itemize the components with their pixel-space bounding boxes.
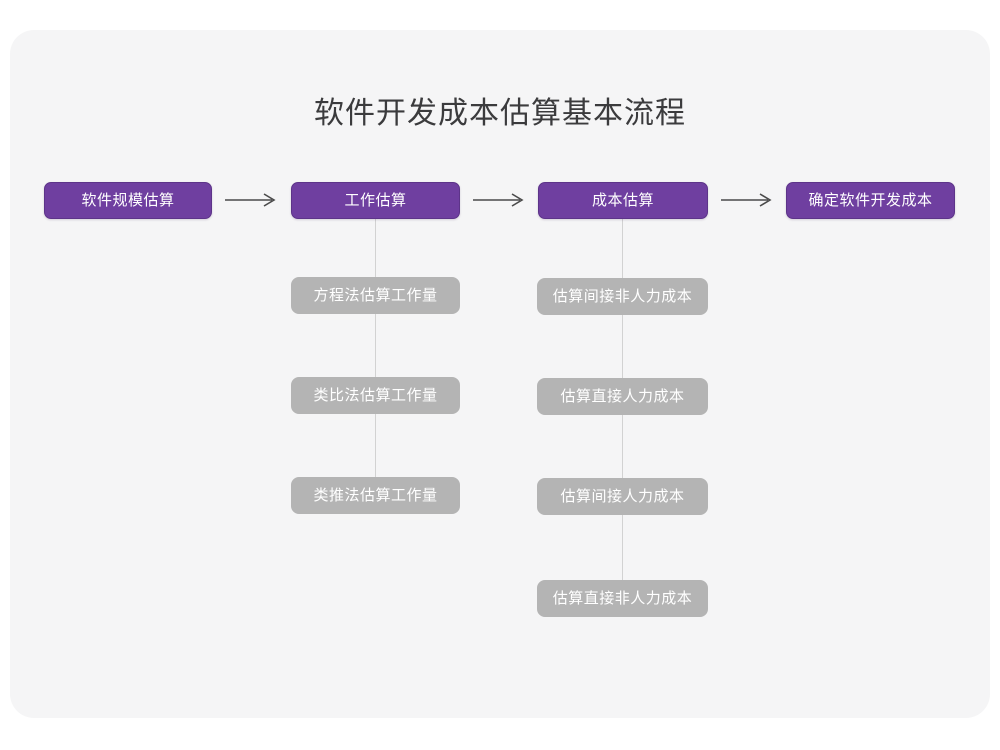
stage-node-2[interactable]: 工作估算 [291, 182, 460, 219]
arrow-right-icon-1 [222, 189, 282, 211]
substep-node-3-1[interactable]: 估算间接非人力成本 [537, 278, 708, 315]
substep-node-3-1-label: 估算间接非人力成本 [552, 288, 693, 305]
vline-stage-2 [375, 218, 376, 498]
stage-node-3[interactable]: 成本估算 [538, 182, 708, 219]
stage-node-1-label: 软件规模估算 [81, 192, 175, 209]
substep-node-3-4[interactable]: 估算直接非人力成本 [537, 580, 708, 617]
stage-node-2-label: 工作估算 [344, 192, 407, 209]
arrow-right-icon-2 [470, 189, 530, 211]
substep-node-2-2-label: 类比法估算工作量 [313, 387, 438, 404]
substep-node-3-4-label: 估算直接非人力成本 [552, 590, 693, 607]
substep-node-3-2[interactable]: 估算直接人力成本 [537, 378, 708, 415]
substep-node-2-1[interactable]: 方程法估算工作量 [291, 277, 460, 314]
page-title: 软件开发成本估算基本流程 [314, 97, 686, 130]
substep-node-3-3[interactable]: 估算间接人力成本 [537, 478, 708, 515]
substep-node-3-3-label: 估算间接人力成本 [560, 488, 685, 505]
stage-node-4[interactable]: 确定软件开发成本 [786, 182, 955, 219]
substep-node-2-2[interactable]: 类比法估算工作量 [291, 377, 460, 414]
substep-node-2-1-label: 方程法估算工作量 [313, 287, 438, 304]
stage-node-1[interactable]: 软件规模估算 [44, 182, 212, 219]
arrow-right-icon-3 [718, 189, 778, 211]
diagram-card [10, 30, 990, 718]
substep-node-3-2-label: 估算直接人力成本 [560, 388, 685, 405]
stage-node-3-label: 成本估算 [591, 192, 654, 209]
substep-node-2-3[interactable]: 类推法估算工作量 [291, 477, 460, 514]
stage-node-4-label: 确定软件开发成本 [808, 192, 933, 209]
substep-node-2-3-label: 类推法估算工作量 [313, 487, 438, 504]
